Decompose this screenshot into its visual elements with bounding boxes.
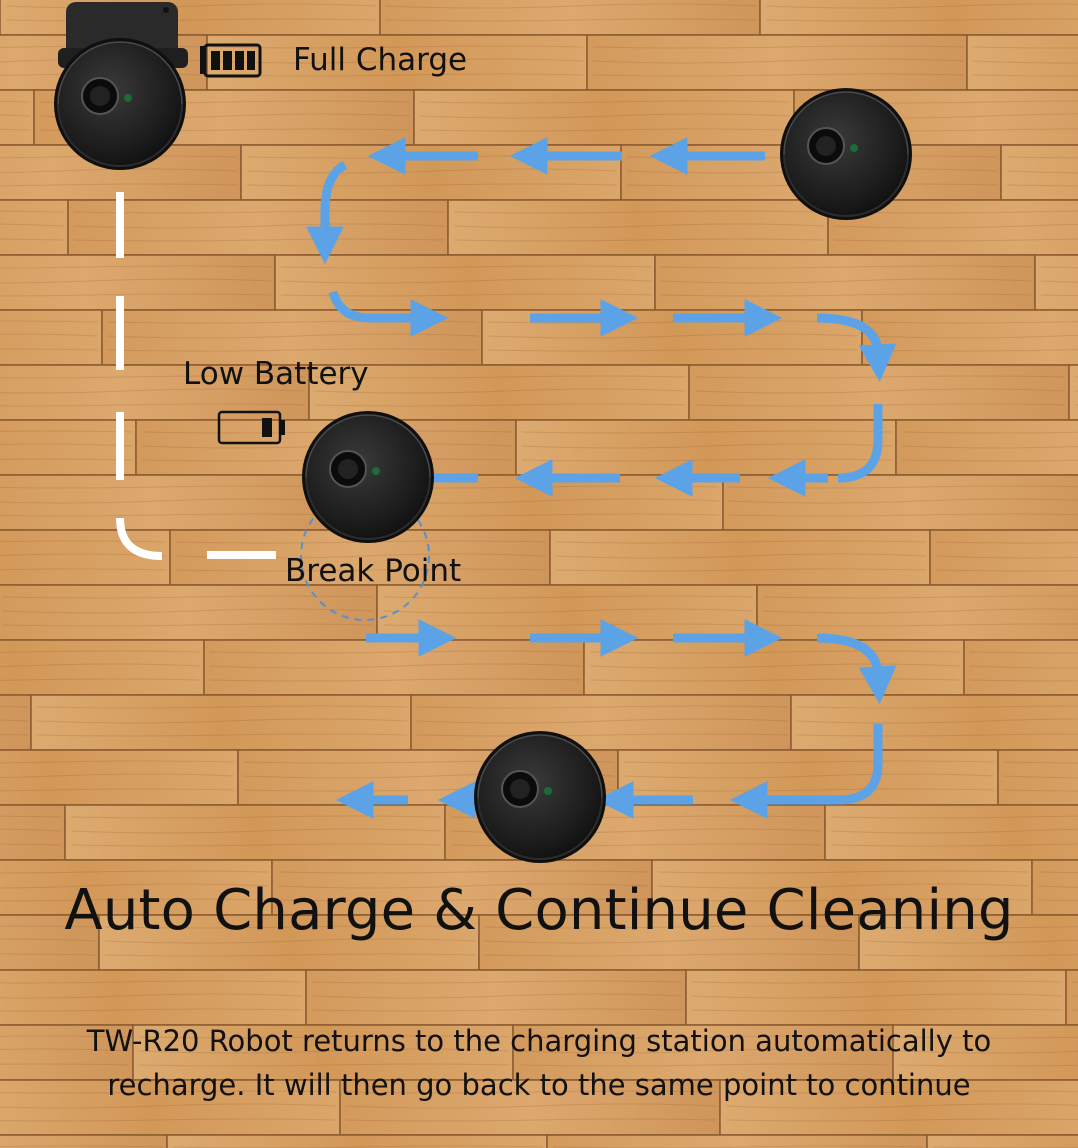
path-arrow-icon	[328, 290, 449, 337]
path-arrow-icon	[837, 404, 883, 483]
path-arrow-icon	[837, 724, 883, 805]
path-arrow-icon	[816, 313, 897, 383]
battery-low-icon	[217, 410, 285, 445]
battery-full-icon	[200, 43, 262, 78]
description-line: TW-R20 Robot returns to the charging sta…	[86, 1024, 992, 1058]
page-title: Auto Charge & Continue Cleaning	[64, 878, 1014, 943]
low-battery-label: Low Battery	[183, 356, 369, 392]
description: TW-R20 Robot returns to the charging sta…	[20, 1019, 1058, 1107]
return-path-segment	[116, 517, 163, 560]
break-point-label: Break Point	[285, 553, 462, 589]
robot-vacuum-icon	[779, 87, 913, 221]
robot-vacuum-icon	[53, 37, 187, 171]
robot-vacuum-icon	[473, 730, 607, 864]
path-arrow-icon	[816, 633, 897, 705]
description-line: recharge. It will then go back to the sa…	[107, 1068, 971, 1102]
path-arrow-icon	[306, 160, 348, 265]
full-charge-label: Full Charge	[293, 42, 468, 78]
robot-vacuum-icon	[301, 410, 435, 544]
